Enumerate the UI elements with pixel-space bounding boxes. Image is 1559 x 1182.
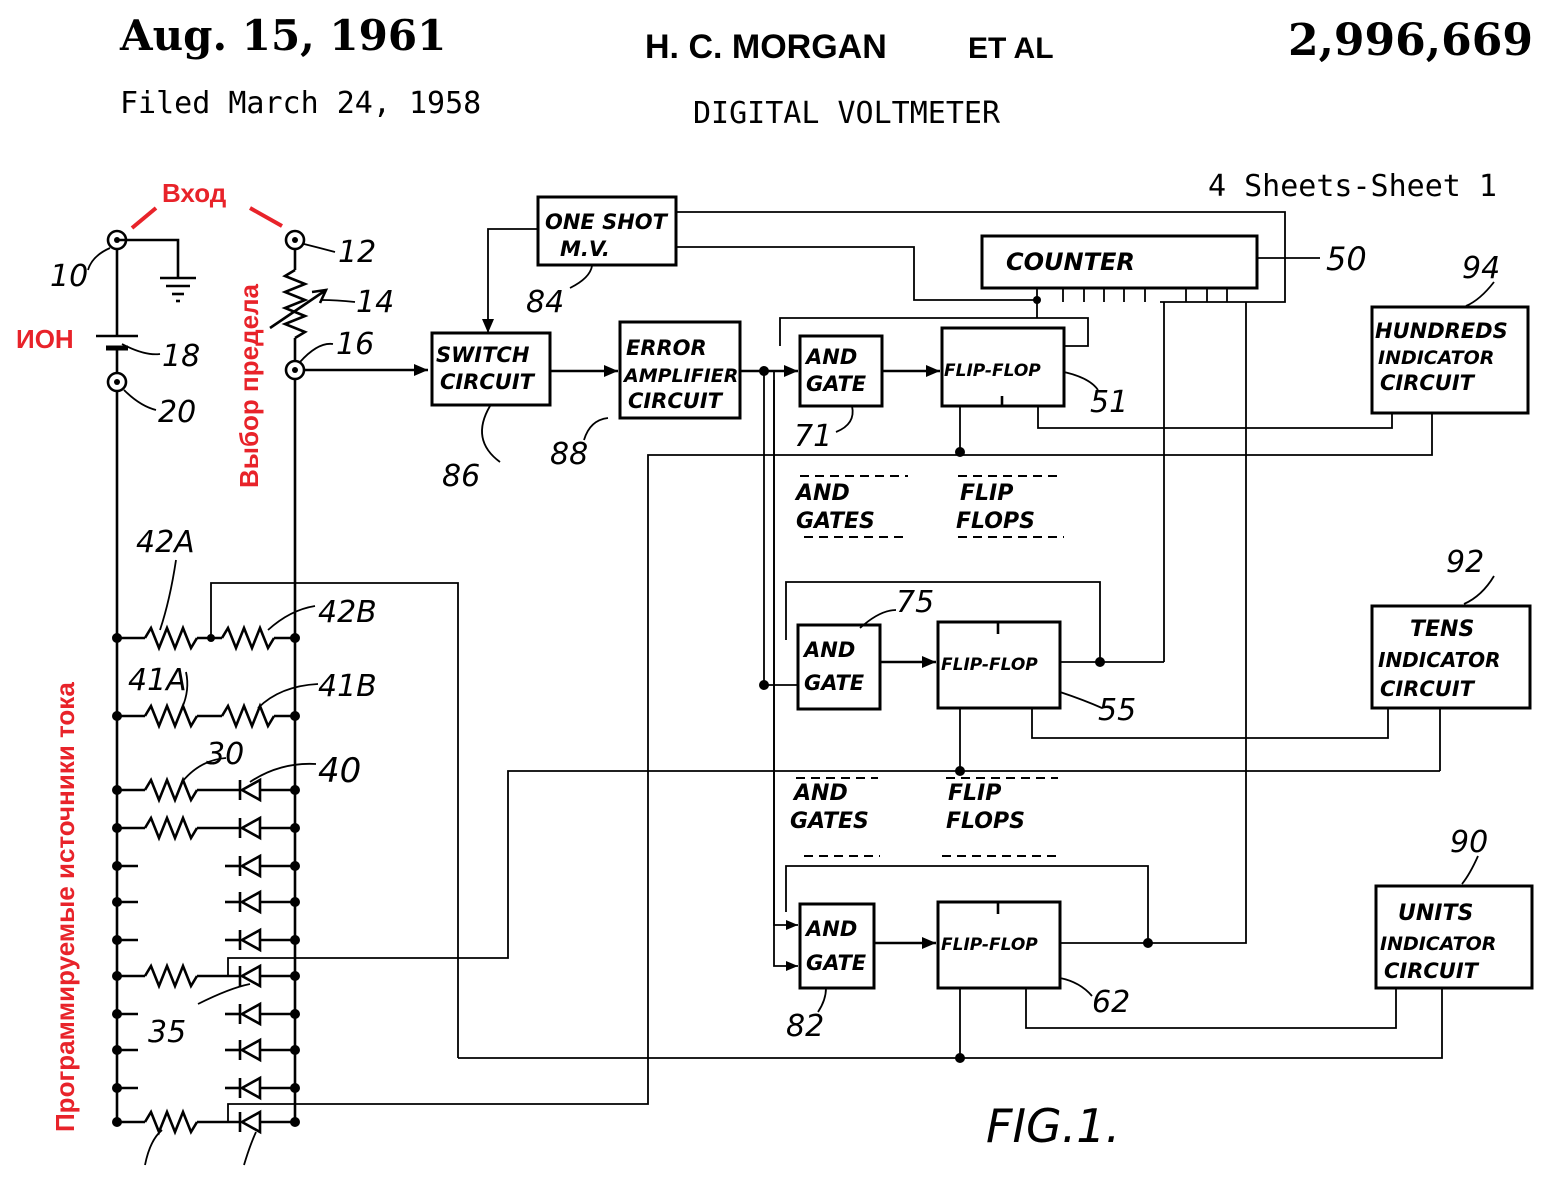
ref-88: 88 <box>550 437 588 472</box>
figure-label: FIG.1. <box>986 1099 1120 1153</box>
ref-35: 35 <box>148 1015 186 1050</box>
and-gate-75-label-2: GATE <box>804 671 865 695</box>
units-indicator-block <box>1374 884 1534 990</box>
ref-12: 12 <box>338 235 376 270</box>
one-shot-label-2: M.V. <box>560 237 610 261</box>
tens-label-1: TENS <box>1410 617 1474 642</box>
tens-label-2: INDICATOR <box>1378 648 1501 672</box>
hundreds-label-2: INDICATOR <box>1378 347 1494 369</box>
ref-55: 55 <box>1098 693 1136 728</box>
ref-16: 16 <box>336 327 374 362</box>
and-gate-71-label-2: GATE <box>806 372 867 396</box>
ref-10: 10 <box>50 259 88 294</box>
switch-circuit-block <box>430 331 552 407</box>
upper-and-label: AND <box>794 481 850 506</box>
annotation-input-line-right <box>249 206 283 228</box>
and-gate-71-block <box>798 334 884 408</box>
lower-gate-group: AND GATES FLIP FLOPS <box>790 777 1058 857</box>
one-shot-block <box>536 195 678 267</box>
counter-block <box>980 234 1259 290</box>
ref-41b: 41B <box>318 669 377 704</box>
sheet-info: 4 Sheets-Sheet 1 <box>1208 169 1497 204</box>
annotation-range-select: Выбор предела <box>234 283 264 488</box>
ref-75: 75 <box>896 585 934 620</box>
ref-50: 50 <box>1326 240 1367 278</box>
error-amp-label-1: ERROR <box>626 336 707 360</box>
annotation-reference: ИОН <box>16 324 74 354</box>
reference-leaders <box>87 243 1495 1013</box>
flip-flop-51-label: FLIP-FLOP <box>944 361 1041 381</box>
ref-42b: 42B <box>318 595 377 630</box>
one-shot-label-1: ONE SHOT <box>545 210 669 234</box>
ground-symbol <box>117 238 196 303</box>
ref-86: 86 <box>442 459 480 494</box>
signal-wiring <box>458 211 1443 1063</box>
ref-41a: 41A <box>128 663 187 698</box>
ref-42a: 42A <box>136 525 195 560</box>
resistor-ladder <box>112 414 1440 1166</box>
lower-and-label: AND <box>792 781 848 806</box>
ref-94: 94 <box>1462 251 1500 286</box>
and-gate-75-label-1: AND <box>802 638 855 662</box>
patent-number: 2,996,669 <box>1288 15 1533 66</box>
ref-18: 18 <box>162 339 200 374</box>
ref-40: 40 <box>318 751 361 791</box>
ref-71: 71 <box>794 419 832 454</box>
error-amp-label-2: AMPLIFIER <box>622 365 738 387</box>
reference-battery <box>96 249 138 373</box>
lower-flops-label: FLOPS <box>946 809 1025 834</box>
upper-gates-label: GATES <box>796 509 875 534</box>
flip-flop-62-block <box>936 900 1062 990</box>
units-label-3: CIRCUIT <box>1384 959 1480 983</box>
and-gate-82-label-2: GATE <box>806 951 867 975</box>
ref-14: 14 <box>356 285 394 320</box>
ref-90: 90 <box>1450 825 1488 860</box>
and-gate-82-label-1: AND <box>804 917 857 941</box>
ref-82: 82 <box>786 1009 824 1044</box>
upper-flops-label: FLOPS <box>956 509 1035 534</box>
ref-30: 30 <box>206 737 244 772</box>
error-amp-label-3: CIRCUIT <box>628 389 724 413</box>
flip-flop-62-label: FLIP-FLOP <box>941 935 1038 955</box>
and-gate-75-block <box>796 623 882 711</box>
counter-label: COUNTER <box>1006 248 1135 276</box>
units-label-1: UNITS <box>1398 901 1473 926</box>
filed-date: Filed March 24, 1958 <box>120 86 481 121</box>
ref-51: 51 <box>1090 385 1128 420</box>
input-terminals <box>106 229 306 393</box>
tens-label-3: CIRCUIT <box>1380 677 1476 701</box>
upper-flip-label: FLIP <box>960 481 1013 506</box>
and-gate-71-label-1: AND <box>804 345 857 369</box>
ref-20: 20 <box>158 395 196 430</box>
ref-92: 92 <box>1446 545 1484 580</box>
hundreds-label-1: HUNDREDS <box>1375 319 1508 343</box>
upper-gate-group: AND GATES FLIP FLOPS <box>794 475 1064 538</box>
units-label-2: INDICATOR <box>1380 933 1496 955</box>
ref-84: 84 <box>526 285 564 320</box>
lower-flip-label: FLIP <box>948 781 1001 806</box>
tens-indicator-block <box>1370 604 1532 710</box>
hundreds-label-3: CIRCUIT <box>1380 371 1476 395</box>
flip-flop-55-label: FLIP-FLOP <box>941 655 1038 675</box>
annotation-input-line-left <box>130 206 158 230</box>
range-potentiometer <box>269 249 329 361</box>
patent-date: Aug. 15, 1961 <box>119 11 446 60</box>
lower-gates-label: GATES <box>790 809 869 834</box>
patent-title: DIGITAL VOLTMETER <box>693 96 1001 131</box>
ref-62: 62 <box>1092 985 1130 1020</box>
inventor-et-al: ET AL <box>968 32 1054 65</box>
annotation-input: Вход <box>162 178 227 208</box>
input-arrow <box>414 364 428 376</box>
and-gate-82-block <box>798 902 876 990</box>
annotation-current-sources: Программируемые источники тока <box>50 682 80 1132</box>
inventor-name: H. C. MORGAN <box>645 28 887 66</box>
switch-label-2: CIRCUIT <box>440 370 536 394</box>
switch-label-1: SWITCH <box>436 343 530 367</box>
hundreds-indicator-block <box>1370 305 1530 415</box>
